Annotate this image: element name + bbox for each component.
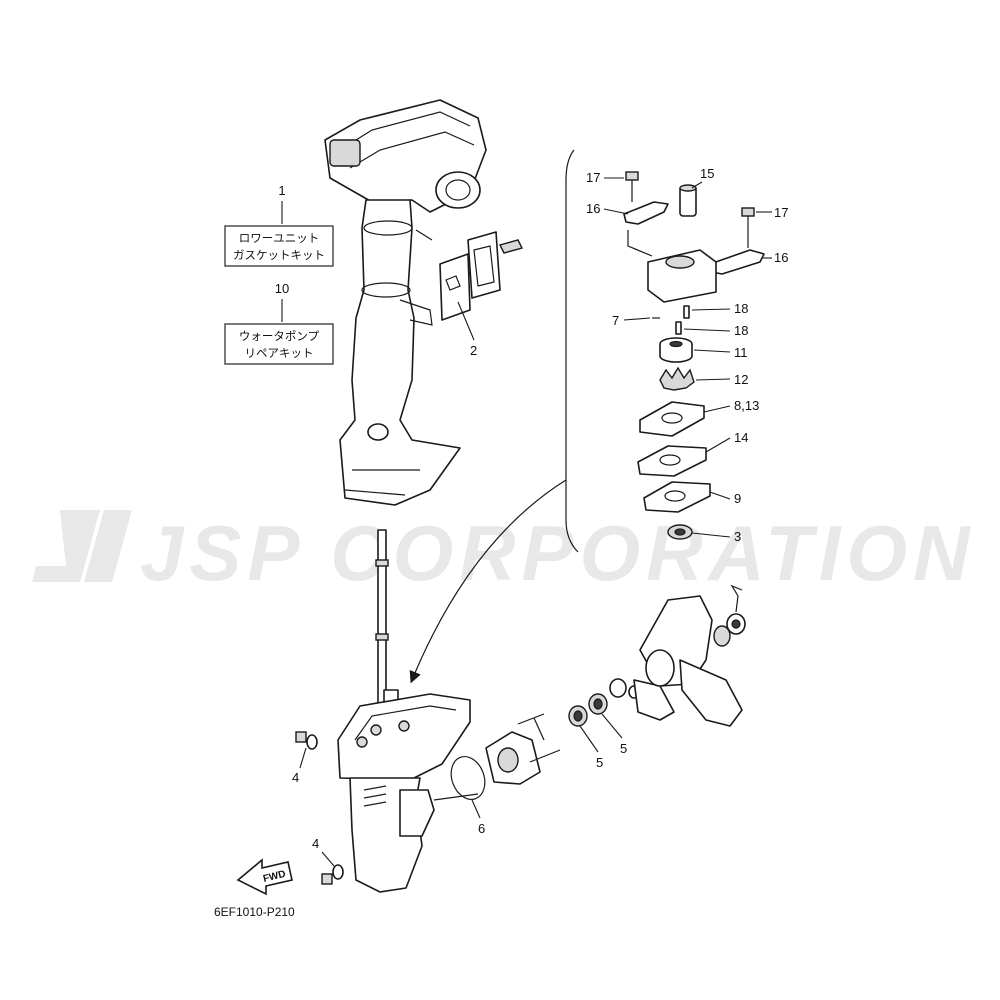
callout-7-number: 7 — [612, 313, 619, 328]
callout-8-13: 8,13 — [703, 398, 759, 413]
callout-14: 14 — [705, 430, 748, 453]
callout-5-right-number: 5 — [620, 741, 627, 756]
callout-12-number: 12 — [734, 372, 748, 387]
callout-5-left: 5 — [579, 725, 603, 770]
kit-10-label: 10 ウォータポンプ リペアキット — [224, 281, 334, 365]
callout-5-left-number: 5 — [596, 755, 603, 770]
callout-8-13-number: 8,13 — [734, 398, 759, 413]
callout-16-upper: 16 — [586, 201, 629, 216]
diagram-code: 6EF1010-P210 — [214, 905, 295, 919]
callout-7: 7 — [612, 313, 651, 328]
kit-10-line2: リペアキット — [245, 346, 314, 360]
fwd-label: FWD — [262, 869, 287, 885]
gasket-plate-illustration — [415, 229, 524, 321]
callout-2-number: 2 — [470, 343, 477, 358]
callout-3-number: 3 — [734, 529, 741, 544]
o-ring-illustration — [450, 756, 486, 800]
kit-10-line1: ウォータポンプ — [239, 329, 320, 343]
callout-9: 9 — [709, 491, 741, 506]
lower-unit-illustration — [295, 693, 479, 893]
callout-17-right-number: 17 — [774, 205, 788, 220]
watermark-text: JSP CORPORATION — [140, 509, 975, 597]
kit-1-line1: ロワーユニット — [239, 231, 320, 245]
kit-10-ref: 10 — [275, 281, 289, 296]
water-pump-exploded-parts — [623, 171, 765, 540]
kit-1-line2: ガスケットキット — [233, 248, 325, 262]
callout-16-right-number: 16 — [774, 250, 788, 265]
callout-4-upper-number: 4 — [292, 770, 299, 785]
callout-14-number: 14 — [734, 430, 748, 445]
callout-17-upper-number: 17 — [586, 170, 600, 185]
callout-16-right: 16 — [762, 250, 788, 265]
callout-6: 6 — [471, 799, 485, 836]
callout-18-upper: 18 — [691, 301, 748, 316]
prop-shaft-housing-illustration — [485, 713, 561, 785]
callout-4-upper: 4 — [292, 747, 307, 785]
watermark: JSP CORPORATION — [32, 509, 975, 597]
callout-4-lower: 4 — [312, 836, 335, 867]
exploded-view-arrow — [409, 479, 567, 684]
callout-5-right: 5 — [601, 713, 627, 756]
callout-2: 2 — [457, 301, 477, 358]
callout-11: 11 — [693, 345, 748, 360]
callout-11-number: 11 — [734, 345, 748, 360]
callout-4-lower-number: 4 — [312, 836, 319, 851]
fwd-direction-indicator: FWD — [236, 858, 293, 896]
callout-18-lower: 18 — [683, 323, 748, 338]
callout-3: 3 — [691, 529, 741, 544]
propeller-illustration — [633, 584, 746, 727]
callout-9-number: 9 — [734, 491, 741, 506]
callout-18-lower-number: 18 — [734, 323, 748, 338]
jsp-logo-mark — [32, 510, 132, 582]
callout-16-upper-number: 16 — [586, 201, 600, 216]
callout-17-right: 17 — [756, 205, 788, 220]
kit-1-ref: 1 — [278, 183, 285, 198]
kit-1-label: 1 ロワーユニット ガスケットキット — [224, 183, 334, 267]
callout-15: 15 — [691, 166, 714, 189]
callout-15-number: 15 — [700, 166, 714, 181]
bearings-illustration — [568, 678, 640, 727]
callout-18-upper-number: 18 — [734, 301, 748, 316]
exploded-view-bracket — [565, 149, 579, 553]
upper-casing-illustration — [324, 99, 487, 506]
callout-6-number: 6 — [478, 821, 485, 836]
callout-17-upper: 17 — [586, 170, 624, 185]
callout-12: 12 — [695, 372, 748, 387]
